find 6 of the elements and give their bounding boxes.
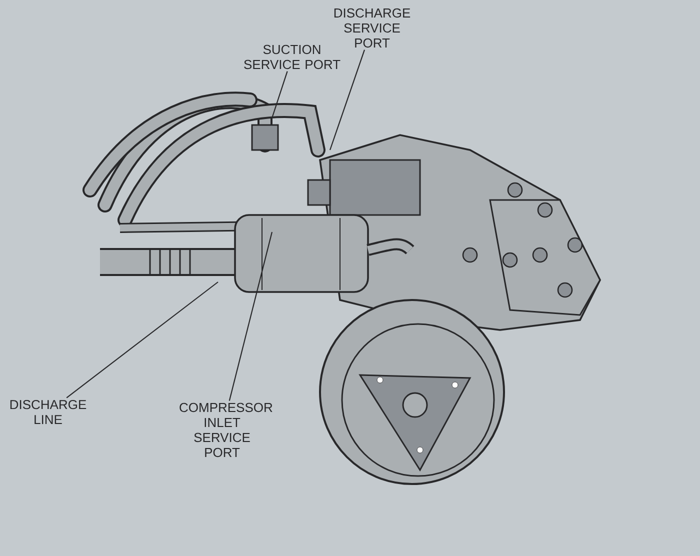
callout-label: COMPRESSOR INLET SERVICE PORT: [180, 402, 272, 458]
leader-line: [271, 71, 288, 118]
leader-line: [228, 232, 273, 401]
callout-label: DISCHARGE LINE: [10, 400, 86, 424]
leader-line: [66, 282, 218, 398]
leader-line: [329, 50, 366, 150]
